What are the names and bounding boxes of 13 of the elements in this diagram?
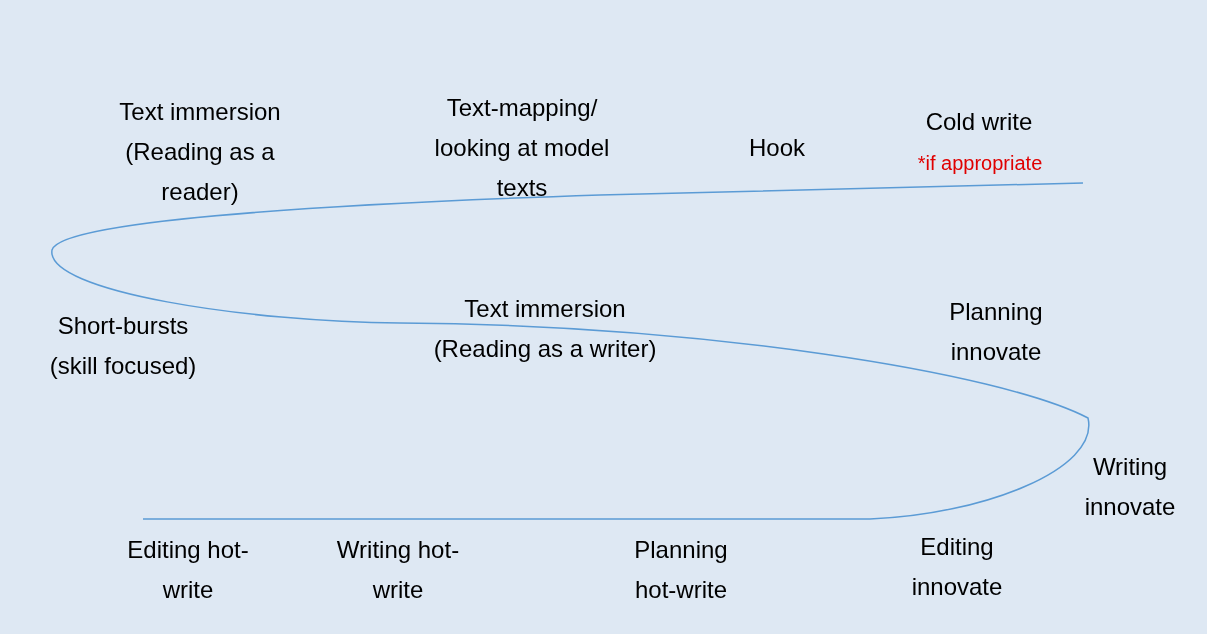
stage-label: Text immersion (Reading as a reader)	[118, 97, 282, 207]
stage-label: Short-bursts (skill focused)	[48, 311, 198, 381]
stage-label: Planning hot-write	[633, 535, 729, 605]
stage-label: Editing innovate	[910, 532, 1004, 602]
stage-label: Text-mapping/ looking at model texts	[433, 93, 611, 203]
stage-label: Cold write	[924, 107, 1034, 137]
stage-label: Planning innovate	[948, 297, 1044, 367]
stage-label: Writing hot-write	[335, 535, 461, 605]
stage-label: Writing innovate	[1083, 452, 1177, 522]
stage-label: Text immersion (Reading as a writer)	[432, 294, 658, 364]
stage-label: Hook	[748, 133, 806, 163]
stage-label: Editing hot-write	[126, 535, 250, 605]
footnote-text: *if appropriate	[916, 151, 1044, 176]
